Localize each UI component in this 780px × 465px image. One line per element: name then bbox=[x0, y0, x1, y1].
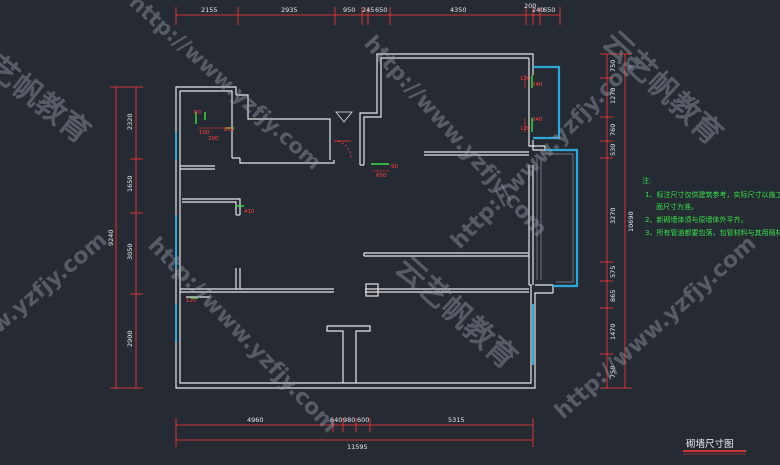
mark-label: 120 bbox=[520, 76, 531, 82]
dim-text: 650 bbox=[375, 6, 387, 14]
watermark-url: http://www.yzfjy.com bbox=[0, 228, 112, 415]
drawing-title-block: 砌墙尺寸图 bbox=[683, 438, 746, 455]
dim-text: 1270 bbox=[609, 87, 617, 104]
mark-label: 200 bbox=[208, 136, 219, 142]
dim-text: 2900 bbox=[126, 330, 134, 347]
dim-text: 760 bbox=[609, 124, 617, 136]
dim-text: 1650 bbox=[126, 175, 134, 192]
construction-notes: 注: 1、标注尺寸仅供建筑参考，实际尺寸以施工 面尺寸为准。 2、新砌墙体须与原… bbox=[642, 176, 780, 237]
dim-text: 750 bbox=[609, 366, 617, 378]
dim-text: 2320 bbox=[126, 113, 134, 130]
drawing-title: 砌墙尺寸图 bbox=[686, 438, 734, 450]
dimension-lines bbox=[110, 7, 632, 447]
mark-label: 410 bbox=[244, 209, 255, 215]
mark-label: 80 bbox=[194, 110, 201, 116]
mark-label: 100 bbox=[199, 130, 210, 136]
watermark-url: http://www.yzfjy.com bbox=[359, 31, 552, 242]
windows bbox=[175, 65, 579, 365]
dim-text: 640 bbox=[330, 416, 342, 424]
mark-label: 240 bbox=[532, 82, 543, 88]
dim-text: 2935 bbox=[281, 6, 298, 14]
note-line: 1、标注尺寸仅供建筑参考，实际尺寸以施工 bbox=[645, 190, 780, 199]
mark-label: 90 bbox=[391, 164, 398, 170]
note-line: 2、新砌墙体须与原墙体外平齐。 bbox=[645, 215, 747, 224]
entry-door bbox=[333, 111, 353, 159]
right-dimension-texts: 750 1270 760 530 3270 575 865 1470 750 1… bbox=[609, 60, 635, 378]
dim-total-text: 10690 bbox=[627, 211, 635, 232]
watermark-url: http://www.yzfjy.com bbox=[125, 0, 326, 175]
dim-text: 4960 bbox=[247, 416, 264, 424]
dim-text: 4350 bbox=[450, 6, 467, 14]
mark-label: 800 bbox=[224, 127, 235, 133]
watermark-brand: 云艺帆教育 bbox=[389, 250, 524, 376]
wall-outlines bbox=[175, 53, 554, 389]
dim-text: 865 bbox=[609, 290, 617, 302]
top-dimension-texts: 2155 2935 950 245 650 4350 200 240 650 bbox=[201, 2, 555, 14]
dim-text: 950 bbox=[343, 6, 355, 14]
note-line: 3、所有管道都要包落，包管材料与其用隔材料 bbox=[645, 228, 780, 237]
dim-text: 3050 bbox=[126, 243, 134, 260]
left-dimension-texts: 2320 1650 3050 2900 9240 bbox=[107, 113, 134, 347]
dim-text: 240 bbox=[532, 6, 544, 14]
mark-label: 120 bbox=[186, 298, 197, 304]
mark-label: 120 bbox=[520, 126, 531, 132]
dim-total-text: 9240 bbox=[107, 229, 115, 246]
watermark-url: http://www.yzfjy.com bbox=[143, 233, 342, 438]
interior-dimension-marks: 80 100 200 800 410 650 90 120 240 120 24… bbox=[186, 75, 543, 304]
notes-heading: 注: bbox=[642, 176, 651, 185]
dim-text: 650 bbox=[543, 6, 555, 14]
dim-text: 1470 bbox=[609, 323, 617, 340]
watermark-brand: 云艺帆教育 bbox=[0, 31, 97, 151]
dim-total-text: 11595 bbox=[347, 443, 368, 451]
dim-text: 200 bbox=[524, 2, 536, 10]
bottom-dimension-texts: 4960 640 980 600 5315 11595 bbox=[247, 416, 465, 451]
dim-text: 530 bbox=[609, 144, 617, 156]
mark-label: 240 bbox=[532, 117, 543, 123]
watermark-url: http://www.yzfjy.com bbox=[550, 231, 761, 424]
dim-text: 575 bbox=[609, 266, 617, 278]
dim-text: 5315 bbox=[448, 416, 465, 424]
new-wall-markers bbox=[190, 75, 533, 299]
dim-text: 600 bbox=[357, 416, 369, 424]
dim-text: 750 bbox=[609, 60, 617, 72]
dim-text: 2155 bbox=[201, 6, 218, 14]
mark-label: 650 bbox=[376, 173, 387, 179]
dim-text: 245 bbox=[362, 6, 374, 14]
dim-text: 3270 bbox=[609, 207, 617, 224]
note-line: 面尺寸为准。 bbox=[656, 202, 698, 211]
dim-text: 980 bbox=[343, 416, 355, 424]
